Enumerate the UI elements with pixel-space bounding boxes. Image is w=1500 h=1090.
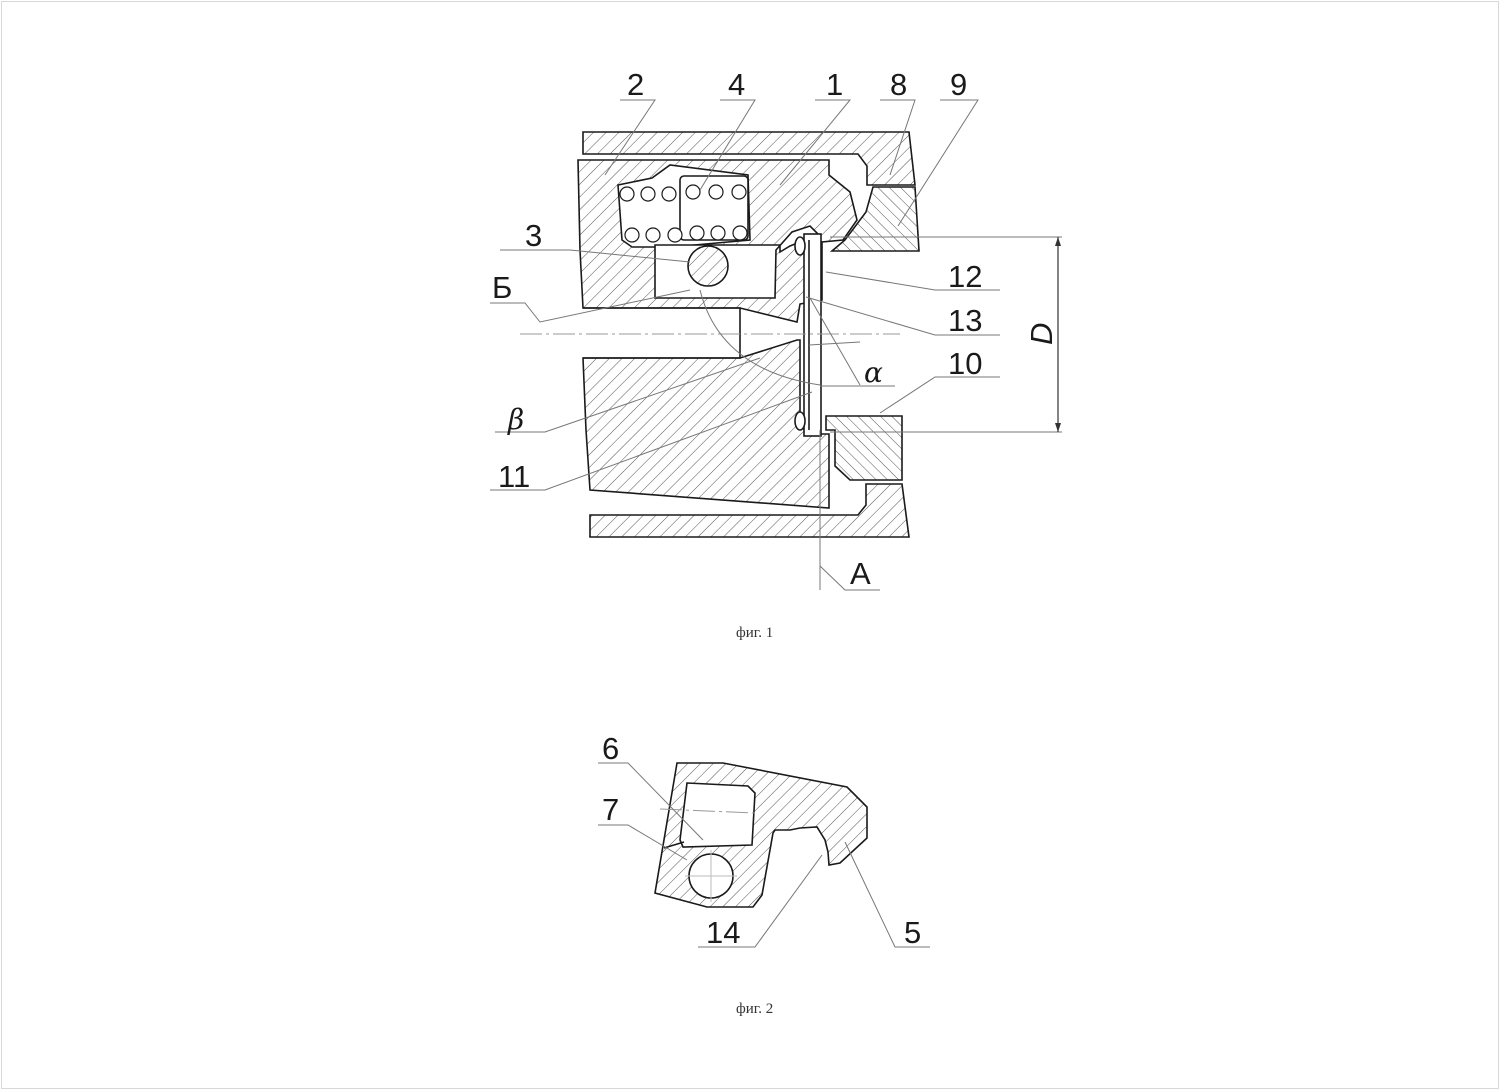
part-divider <box>663 841 685 849</box>
label-4: 4 <box>728 67 745 102</box>
insert-part-6 <box>679 782 756 848</box>
label-3: 3 <box>525 218 542 253</box>
label-1: 1 <box>826 67 843 102</box>
valve-plate <box>803 233 822 437</box>
dimension-arrow-bottom <box>1055 423 1061 432</box>
seat-part-9 <box>829 186 920 252</box>
plate-bottom-bead <box>794 411 806 431</box>
angle-ray <box>808 341 861 346</box>
figure-2: 6 7 14 5 фиг. 2 <box>598 731 930 1017</box>
plate-top-bead <box>794 236 806 256</box>
label-2: 2 <box>627 67 644 102</box>
label-12: 12 <box>948 259 982 294</box>
label-5: 5 <box>904 915 921 950</box>
figure-1-caption: фиг. 1 <box>736 625 773 641</box>
label-dimension-d: D <box>1024 323 1059 345</box>
label-6: 6 <box>602 731 619 766</box>
figure-1: 2 4 1 8 9 3 Б 12 13 10 11 A α β D фиг. 1 <box>490 67 1062 641</box>
label-7: 7 <box>602 792 619 827</box>
channel-outline <box>583 307 741 359</box>
label-8: 8 <box>890 67 907 102</box>
label-beta: β <box>507 403 524 436</box>
angle-alpha-line <box>809 297 861 386</box>
lower-body <box>582 339 830 509</box>
label-plane-a: A <box>850 556 871 591</box>
label-9: 9 <box>950 67 967 102</box>
leader-lines <box>490 99 1000 591</box>
housing-bottom <box>589 483 910 538</box>
angle-alpha-arc <box>699 289 821 386</box>
housing-top-part-8 <box>582 131 916 186</box>
dimension-arrow-top <box>1055 237 1061 246</box>
label-10: 10 <box>948 346 982 381</box>
insert-centerline <box>659 808 756 814</box>
label-14: 14 <box>706 915 740 950</box>
label-alpha: α <box>864 356 883 389</box>
label-13: 13 <box>948 303 982 338</box>
seat-part-10 <box>825 415 903 481</box>
label-section-b: Б <box>492 270 512 305</box>
ring-part-3 <box>687 245 729 287</box>
leader-lines-fig2 <box>598 762 930 948</box>
label-11: 11 <box>498 459 530 494</box>
figure-2-caption: фиг. 2 <box>736 1001 773 1017</box>
coil-spring-part-2 <box>619 184 748 243</box>
